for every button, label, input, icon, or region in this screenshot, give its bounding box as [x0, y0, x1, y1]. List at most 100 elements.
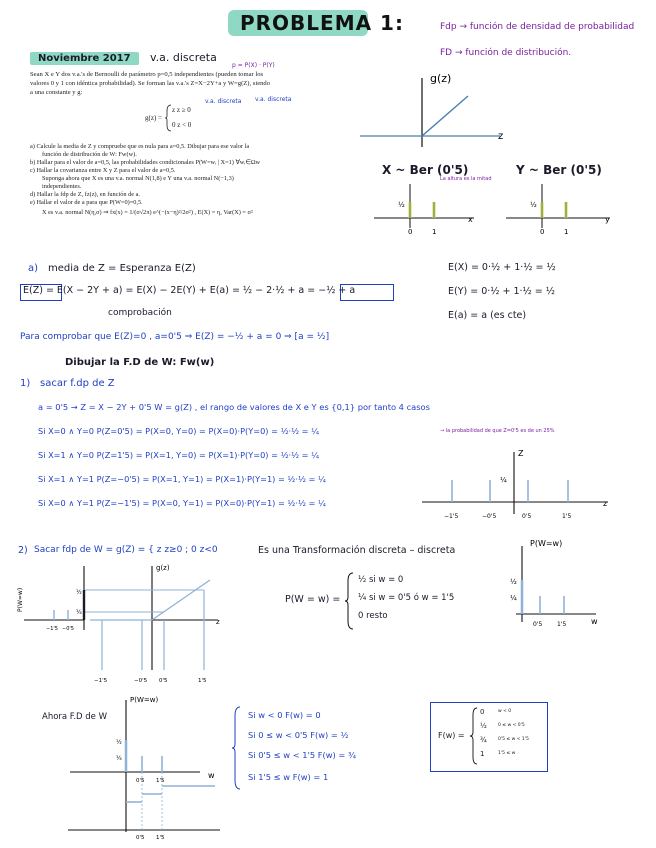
statement-a2: función de distribución de W: Fw(w).: [42, 151, 137, 158]
date-badge: Noviembre 2017: [30, 52, 139, 65]
ez-box-right: [340, 284, 394, 301]
ber-note: La altura es la mitad: [440, 176, 492, 182]
step1-case3: Si X=1 ∧ Y=1 P(Z=−0'5) = P(X=1, Y=1) = P…: [38, 474, 326, 484]
z-tick-3: 0'5: [522, 513, 531, 520]
step1-title: sacar f.dp de Z: [40, 378, 115, 389]
fd-box-cond-4: 1'5 ≤ w: [498, 751, 516, 756]
z-ylabel: Z: [518, 449, 524, 458]
pw-case2: ¼ si w = 0'5 ó w = 1'5: [358, 593, 455, 603]
step1-case4: Si X=0 ∧ Y=1 P(Z=−1'5) = P(X=0, Y=1) = P…: [38, 498, 326, 508]
part-a-label: a): [28, 263, 39, 274]
tr-tick-1: −1'5: [94, 678, 108, 684]
fd-lv-half: ½: [116, 739, 122, 746]
ber-y-axis: y: [605, 215, 610, 224]
fd-tick-2: 1'5: [156, 778, 165, 784]
step1-case2: Si X=1 ∧ Y=0 P(Z=1'5) = P(X=1, Y=0) = P(…: [38, 450, 320, 460]
statement-line3: a una constante y g:: [30, 89, 83, 96]
comprobacion-label: comprobación: [108, 308, 172, 318]
statement-c3: independientes.: [42, 183, 82, 190]
ber-y-half: ½: [530, 201, 537, 209]
ber-x-axis: x: [468, 215, 473, 224]
tr-pw-half: ½: [76, 589, 82, 596]
z-axis-label: z: [498, 131, 503, 142]
statement-line2: valores 0 y 1 con idéntica probabilidad)…: [30, 80, 271, 87]
fd-case-3: Si 0'5 ≤ w < 1'5 F(w) = ¾: [248, 750, 357, 760]
step1-case1: Si X=0 ∧ Y=0 P(Z=0'5) = P(X=0, Y=0) = P(…: [38, 426, 320, 436]
pw-ylabel: P(W=w): [530, 539, 562, 548]
tr-tick-4: 1'5: [198, 678, 207, 684]
ber-y-tick1: 1: [564, 228, 568, 236]
fd-lv-quarter: ¼: [116, 755, 122, 762]
g-def-case1: z z ≥ 0: [172, 106, 191, 114]
step1-rango: a = 0'5 → Z = X − 2Y + 0'5 W = g(Z) , el…: [38, 402, 430, 412]
step1-case1-note: → la probabilidad de que Z=0'5 es de un …: [440, 428, 555, 434]
page-title: PROBLEMA 1:: [240, 11, 404, 35]
pw-plot: ½ ¼ P(W=w) w 0'5 1'5: [510, 539, 598, 628]
pw-xlabel: w: [591, 617, 598, 626]
note-fdp: Fdp → función de densidad de probabilida…: [440, 22, 635, 32]
step1-label: 1): [20, 378, 31, 389]
ber-y-title: Y ~ Ber (0'5): [516, 163, 602, 177]
g-axis-label: g(z): [430, 72, 451, 85]
fd-tick-b2: 1'5: [156, 835, 165, 841]
annotation-va-2: v.a. discreta: [255, 96, 292, 103]
tr-left-tick-1: −1'5: [46, 626, 58, 632]
annotation-va-1: v.a. discreta: [205, 98, 242, 105]
statement-e2: X es v.a. normal N(η,σ) ⇒ fx(x) = 1/(σ√2…: [42, 209, 253, 216]
ber-y-plot: ½ 0 1 y: [506, 184, 610, 236]
fd-case-2: Si 0 ≤ w < 0'5 F(w) = ½: [248, 730, 349, 740]
step2-transf: Es una Transformación discreta – discret…: [258, 545, 456, 556]
g-def-case2: 0 z < 0: [172, 121, 192, 129]
fd-case-1: Si w < 0 F(w) = 0: [248, 710, 321, 720]
tr-pw-quarter: ¼: [76, 609, 82, 616]
ey-value: E(Y) = 0·½ + 1·½ = ½: [448, 286, 555, 297]
fd-plot: P(W=w) w ½ ¼ 0'5 1'5 0'5 1'5: [68, 696, 220, 841]
pw-case3: 0 resto: [358, 611, 388, 621]
tr-z-label: z: [216, 618, 220, 626]
z-xlabel: z: [603, 499, 607, 508]
tr-tick-2: −0'5: [134, 678, 148, 684]
pw-lhs: P(W = w) =: [285, 594, 341, 605]
brace-g: [165, 104, 172, 132]
pw-half: ½: [510, 578, 517, 586]
fd-tick-1: 0'5: [136, 778, 145, 784]
title-banner: PROBLEMA 1:: [228, 10, 403, 36]
fd-box-cond-1: w < 0: [498, 709, 512, 714]
fd-box-cond-2: 0 ≤ w < 0'5: [498, 723, 525, 728]
pw-tick-1: 0'5: [533, 621, 542, 628]
fd-box-val-1: 0: [480, 708, 485, 716]
pw-brace: [345, 572, 354, 630]
z-height-label: ¼: [500, 476, 507, 484]
fd-cases-brace: [232, 706, 241, 790]
ez-equation: E(Z) = E(X − 2Y + a) = E(X) − 2E(Y) + E(…: [23, 285, 356, 296]
note-fd: FD → función de distribución.: [440, 48, 572, 58]
ber-x-title: X ~ Ber (0'5): [382, 163, 469, 177]
fd-xlabel: w: [208, 771, 215, 780]
statement-a: a) Calcule la media de Z y compruebe que…: [30, 143, 250, 150]
fd-ylabel: P(W=w): [130, 696, 158, 704]
ber-x-tick1: 1: [432, 228, 436, 236]
ez-box-left: [20, 284, 62, 301]
fd-box-val-3: ¾: [480, 736, 487, 744]
ber-y-tick0: 0: [540, 228, 544, 236]
ea-value: E(a) = a (es cte): [448, 310, 527, 321]
statement-line1: Sean X e Y dos v.a.'s de Bernoulli de pa…: [30, 71, 264, 78]
ex-value: E(X) = 0·½ + 1·½ = ½: [448, 262, 556, 273]
part-a-heading: media de Z = Esperanza E(Z): [48, 263, 196, 274]
fd-box-lhs: F(w) =: [438, 731, 465, 740]
transformation-plot: g(z) P(W=w) z ½ ¼ −1'5 −0'5 0'5 1'5 −1'5…: [17, 564, 220, 684]
fd-box-brace: [470, 707, 478, 765]
pw-case1: ½ si w = 0: [358, 575, 404, 585]
statement-c2: Suponga ahora que X es una v.a. normal N…: [42, 175, 234, 182]
fd-case-4: Si 1'5 ≤ w F(w) = 1: [248, 772, 329, 782]
fd-box-cond-3: 0'5 ≤ w < 1'5: [498, 737, 529, 742]
fd-box-val-2: ½: [480, 722, 487, 730]
statement-c: c) Hallar la covarianza entre X y Z para…: [30, 167, 176, 174]
fdp-z-plot: ¼ Z z −1'5 −0'5 0'5 1'5: [422, 449, 608, 520]
ber-x-plot: ½ 0 1 x: [374, 184, 474, 236]
statement-e: e) Hallar el valor de a para que P(W=0)=…: [30, 199, 143, 206]
tr-left-tick-2: −0'5: [62, 626, 74, 632]
tr-gz-label: g(z): [156, 564, 170, 572]
fd-box-val-4: 1: [480, 750, 485, 758]
fd-result-box: [430, 702, 548, 772]
